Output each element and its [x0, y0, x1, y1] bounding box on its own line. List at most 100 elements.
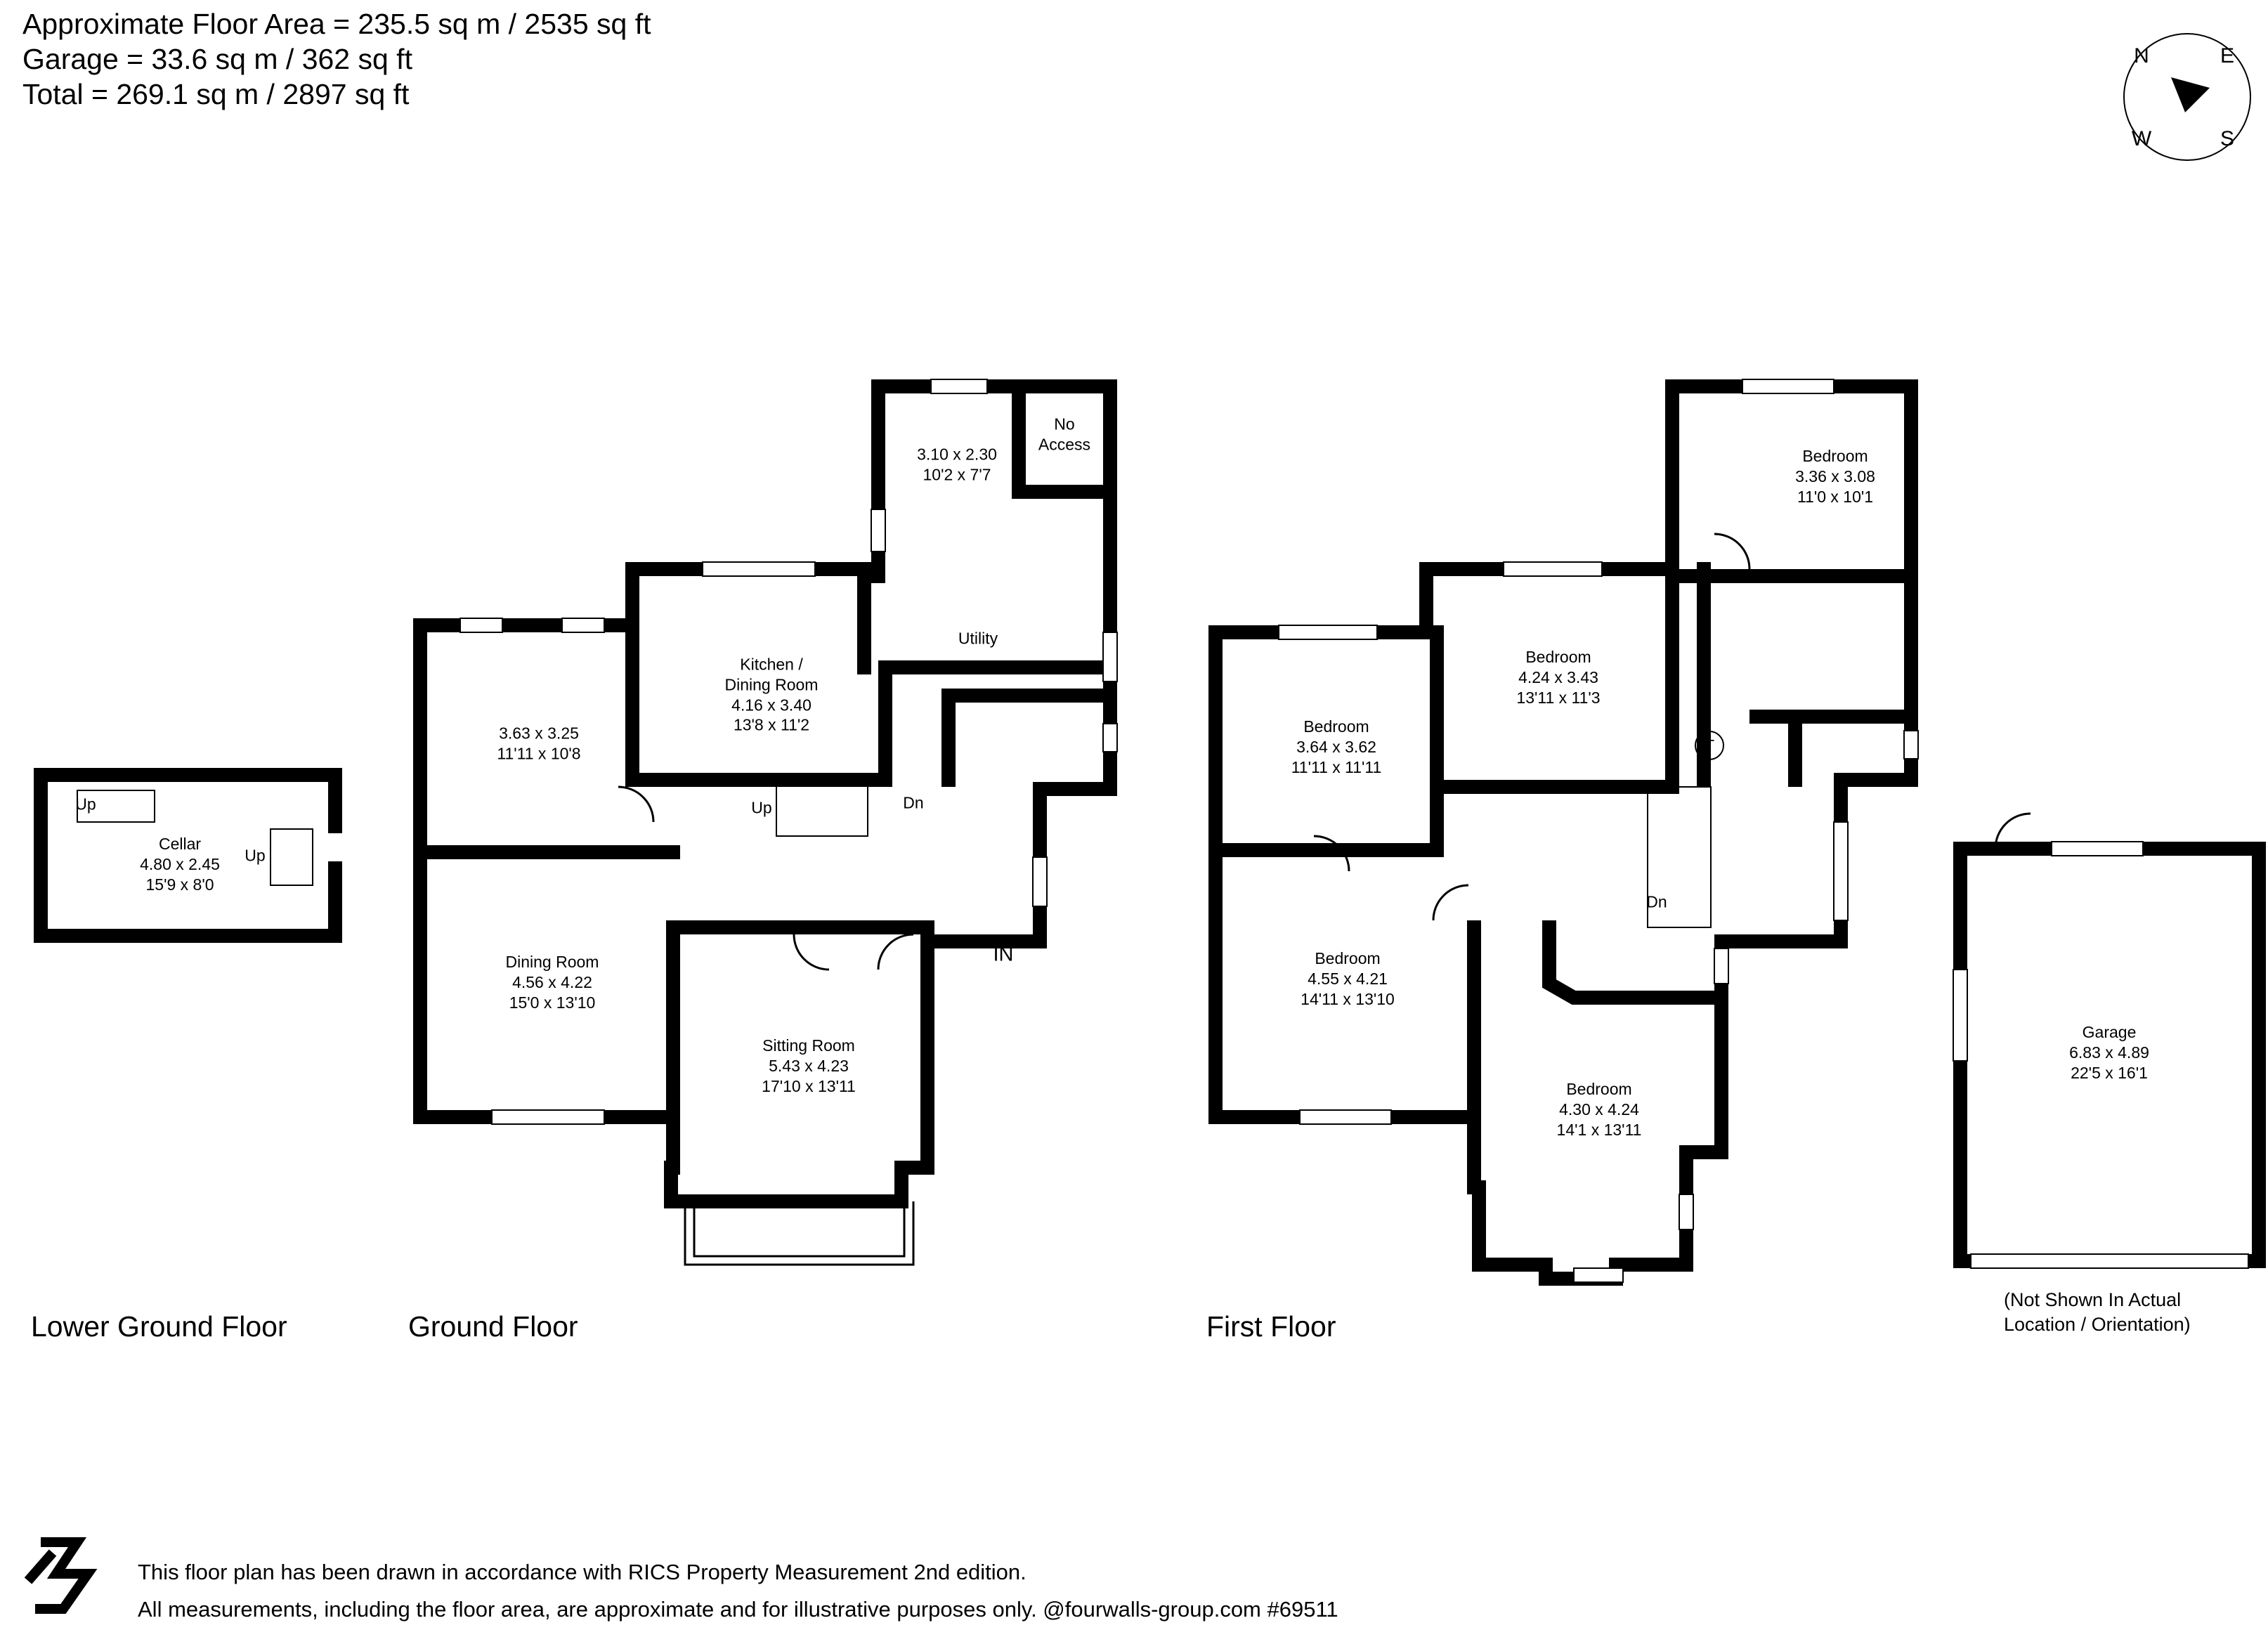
- ground-room-2-metric: 3.10 x 2.30: [917, 445, 997, 464]
- door-arc: [1994, 812, 2031, 849]
- sitting-label: Sitting Room 5.43 x 4.23 17'10 x 13'11: [762, 1036, 856, 1096]
- ground-room-2-imperial: 10'2 x 7'7: [923, 465, 991, 483]
- bay-window: [684, 1201, 915, 1266]
- cellar-up-left: Up: [75, 795, 96, 814]
- bedroom-c-metric: 3.64 x 3.62: [1296, 737, 1376, 756]
- bedroom-a-label: Bedroom 3.36 x 3.08 11'0 x 10'1: [1795, 446, 1875, 507]
- kitchen-metric: 4.16 x 3.40: [731, 696, 812, 714]
- kitchen-name-1: Kitchen /: [740, 655, 803, 674]
- garage-imperial: 22'5 x 16'1: [2071, 1063, 2148, 1082]
- window: [1679, 1194, 1694, 1230]
- window: [1503, 561, 1603, 577]
- door-arc: [877, 933, 914, 970]
- stairs: [1647, 786, 1712, 928]
- no-access-1: No: [1054, 415, 1075, 433]
- window: [491, 1109, 605, 1125]
- dining-metric: 4.56 x 4.22: [512, 972, 592, 991]
- window: [1970, 1253, 2249, 1269]
- stairs: [776, 779, 868, 837]
- window: [1714, 948, 1729, 984]
- garage-walls: [1953, 842, 2266, 1268]
- garage-note: (Not Shown In Actual Location / Orientat…: [2004, 1288, 2191, 1337]
- sitting-metric: 5.43 x 4.23: [769, 1056, 849, 1075]
- bedroom-e-label: Bedroom 4.30 x 4.24 14'1 x 13'11: [1557, 1079, 1642, 1140]
- bedroom-a-name: Bedroom: [1802, 446, 1868, 465]
- garage-name: Garage: [2082, 1022, 2137, 1041]
- bedroom-c-label: Bedroom 3.64 x 3.62 11'11 x 11'11: [1291, 717, 1382, 777]
- kitchen-name-2: Dining Room: [724, 675, 819, 694]
- bedroom-e-name: Bedroom: [1566, 1079, 1632, 1098]
- window: [1032, 856, 1048, 907]
- cellar-metric: 4.80 x 2.45: [140, 854, 220, 873]
- window: [1102, 632, 1118, 682]
- bedroom-d-metric: 4.55 x 4.21: [1308, 969, 1388, 988]
- no-access-label: No Access: [1038, 414, 1090, 455]
- compass-n: N: [2134, 44, 2149, 67]
- door-arc: [1313, 835, 1350, 872]
- bedroom-a-metric: 3.36 x 3.08: [1795, 467, 1875, 485]
- window: [1833, 821, 1849, 921]
- cellar-name: Cellar: [158, 834, 202, 853]
- window: [460, 618, 503, 633]
- cellar-up-right: Up: [245, 846, 266, 865]
- window: [2051, 841, 2144, 856]
- bedroom-d-imperial: 14'11 x 13'10: [1301, 989, 1395, 1008]
- cellar-imperial: 15'9 x 8'0: [145, 875, 214, 894]
- door-arc: [1432, 884, 1469, 921]
- door-arc: [793, 934, 830, 971]
- door-arc: [1714, 533, 1751, 570]
- sitting-imperial: 17'10 x 13'11: [762, 1076, 856, 1095]
- ground-room-1-metric: 3.63 x 3.25: [499, 724, 579, 743]
- bedroom-b-metric: 4.24 x 3.43: [1518, 667, 1598, 686]
- bedroom-d-label: Bedroom 4.55 x 4.21 14'11 x 13'10: [1301, 948, 1395, 1009]
- dining-label: Dining Room 4.56 x 4.22 15'0 x 13'10: [506, 952, 599, 1012]
- window: [1102, 723, 1118, 752]
- door-arc: [618, 785, 655, 823]
- first-internal-walls: [1208, 562, 1918, 1124]
- garage-note-1: (Not Shown In Actual: [2004, 1289, 2182, 1310]
- garage-area: Garage = 33.6 sq m / 362 sq ft: [22, 43, 412, 75]
- window: [930, 379, 988, 394]
- first-floor-title: First Floor: [1206, 1310, 1336, 1343]
- stairs: [77, 790, 155, 823]
- footer-line-2: All measurements, including the floor ar…: [138, 1597, 1338, 1622]
- kitchen-imperial: 13'8 x 11'2: [733, 715, 810, 734]
- no-access-2: Access: [1038, 435, 1091, 453]
- compass-w: W: [2131, 127, 2152, 150]
- garage-note-2: Location / Orientation): [2004, 1314, 2191, 1336]
- bedroom-a-imperial: 11'0 x 10'1: [1797, 487, 1874, 506]
- cellar-walls: [34, 768, 342, 943]
- dining-name: Dining Room: [505, 952, 599, 971]
- first-dn: Dn: [1646, 892, 1667, 911]
- garage-metric: 6.83 x 4.89: [2069, 1043, 2149, 1062]
- bedroom-e-imperial: 14'1 x 13'11: [1556, 1120, 1642, 1139]
- ground-floor-title: Ground Floor: [408, 1310, 578, 1343]
- bedroom-d-name: Bedroom: [1315, 948, 1381, 967]
- total-area: Total = 269.1 sq m / 2897 sq ft: [22, 78, 410, 110]
- entrance-in: IN: [993, 943, 1014, 966]
- ground-room-1-imperial: 11'11 x 10'8: [497, 744, 581, 762]
- kitchen-label: Kitchen / Dining Room 4.16 x 3.40 13'8 x…: [725, 655, 819, 736]
- bedroom-b-label: Bedroom 4.24 x 3.43 13'11 x 11'3: [1516, 647, 1600, 707]
- ground-room-2-label: 3.10 x 2.30 10'2 x 7'7: [917, 444, 997, 485]
- bedroom-c-name: Bedroom: [1303, 717, 1369, 736]
- ground-room-1-label: 3.63 x 3.25 11'11 x 10'8: [497, 723, 580, 764]
- window: [1953, 969, 1968, 1062]
- lower-ground-floor-title: Lower Ground Floor: [31, 1310, 287, 1343]
- garage-label: Garage 6.83 x 4.89 22'5 x 16'1: [2069, 1022, 2149, 1083]
- stairs: [270, 828, 313, 886]
- logo-mark: [24, 1537, 98, 1614]
- window: [1903, 730, 1919, 759]
- bedroom-e-metric: 4.30 x 4.24: [1559, 1100, 1639, 1118]
- footer-line-1: This floor plan has been drawn in accord…: [138, 1560, 1027, 1584]
- compass-e: E: [2220, 44, 2235, 67]
- approx-floor-area: Approximate Floor Area = 235.5 sq m / 25…: [22, 8, 651, 40]
- window: [1299, 1109, 1392, 1125]
- window: [1278, 625, 1378, 640]
- utility-label: Utility: [958, 629, 998, 648]
- window: [1742, 379, 1834, 394]
- window: [702, 561, 816, 577]
- bedroom-b-name: Bedroom: [1525, 647, 1591, 666]
- window: [561, 618, 605, 633]
